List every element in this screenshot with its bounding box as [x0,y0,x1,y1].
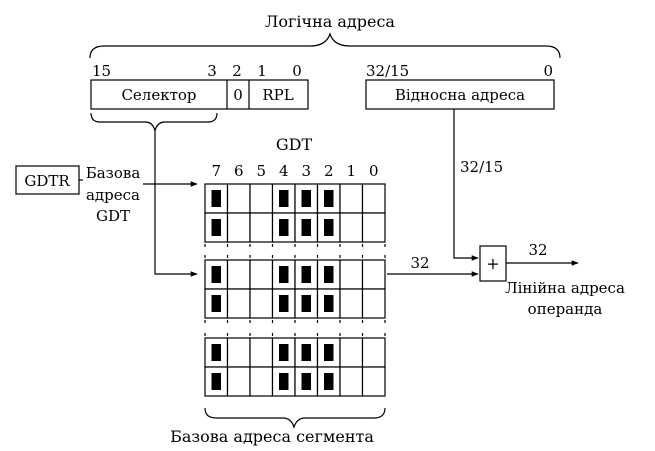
gdt-title: GDT [276,135,313,154]
gdt-cell-filled-mark [301,373,311,390]
linear-address-label-2: операнда [528,300,603,318]
gdt-cell [339,337,364,368]
gdt-bit-header-7: 7 [211,162,221,180]
gdt-cell-filled-mark [324,373,334,390]
gdt-bit-header-0: 0 [369,162,379,180]
gdt-cell-filled-mark [324,190,334,207]
gdt-cell-filled-mark [324,344,334,361]
ti-field: 0 [233,86,243,104]
gdt-cell [339,259,364,290]
gdt-cell-filled-mark [279,295,289,312]
gdt-cell [249,288,274,319]
gdt-cell [361,366,386,397]
offset-low-bit: 0 [543,62,553,80]
gdt-cell [361,212,386,243]
gdt-cell-filled-mark [211,266,221,283]
gdt-table [204,183,386,397]
gdt-cell [361,183,386,214]
gdt-bit-header-5: 5 [256,162,266,180]
rpl-low-bit: 0 [292,62,302,80]
gdt-cell [226,337,251,368]
gdt-cell-filled-mark [211,219,221,236]
adder-plus-icon: + [486,254,499,273]
gdt-cell [226,212,251,243]
offset-field: Відносна адреса [395,86,525,104]
gdt-cell [361,337,386,368]
gdt-cell-filled-mark [211,344,221,361]
gdt-cell-filled-mark [211,190,221,207]
gdt-cell [361,259,386,290]
ti-bit: 2 [232,62,242,80]
gdt-cell-filled-mark [279,219,289,236]
selector-high-bit: 15 [92,62,111,80]
gdt-bottom-brace [204,407,386,429]
gdt-cell-filled-mark [279,266,289,283]
gdt-cell-filled-mark [301,295,311,312]
gdt-base-label-2: адреса [86,186,140,204]
gdt-cell-filled-mark [324,219,334,236]
gdt-cell-filled-mark [279,344,289,361]
offset-to-adder-arrow [453,109,479,261]
gdt-cell-filled-mark [301,266,311,283]
logical-address-brace [89,32,561,59]
gdt-cell-filled-mark [301,190,311,207]
offset-width-label: 32/15 [460,158,503,176]
gdt-cell-filled-mark [324,266,334,283]
offset-high-bit: 32/15 [366,62,409,80]
selector-register [90,79,309,110]
gdt-cell-filled-mark [211,295,221,312]
gdt-cell [249,259,274,290]
selector-low-bit: 3 [207,62,217,80]
gdtr-label: GDTR [24,172,70,190]
gdt-cell [339,366,364,397]
rpl-high-bit: 1 [257,62,267,80]
gdt-cell [339,183,364,214]
segment-base-label: Базова адреса сегмента [170,427,374,446]
gdt-cell-filled-mark [211,373,221,390]
gdt-bit-header-1: 1 [346,162,356,180]
rpl-field: RPL [262,86,293,104]
base-width-label: 32 [410,254,429,272]
offset-field-box [365,79,555,110]
gdt-bit-header-2: 2 [324,162,334,180]
gdt-cell-filled-mark [301,344,311,361]
selector-to-gdt-arrow [154,131,198,277]
gdt-cell [249,183,274,214]
output-width-label: 32 [528,241,547,259]
selector-brace [90,112,218,132]
gdt-cell-filled-mark [279,373,289,390]
gdt-cell [249,212,274,243]
gdt-cell [226,259,251,290]
gdt-cell-filled-mark [324,295,334,312]
gdt-bit-header-3: 3 [301,162,311,180]
selector-field: Селектор [121,86,196,104]
gdt-cell [226,183,251,214]
logical-address-title: Логічна адреса [265,12,395,31]
gdt-cell-filled-mark [301,219,311,236]
gdt-cell-filled-mark [279,190,289,207]
gdt-bit-header-4: 4 [279,162,289,180]
gdt-cell [249,366,274,397]
gdt-cell [226,366,251,397]
gdt-base-label-3: GDT [96,207,130,225]
gdt-cell [361,288,386,319]
gdt-cell [249,337,274,368]
gdt-cell [226,288,251,319]
gdt-bit-header-6: 6 [234,162,244,180]
gdtr-register [15,165,80,195]
gdt-cell [339,212,364,243]
gdt-base-label-1: Базова [86,164,141,182]
gdt-cell [339,288,364,319]
linear-address-label-1: Лінійна адреса [505,279,625,297]
